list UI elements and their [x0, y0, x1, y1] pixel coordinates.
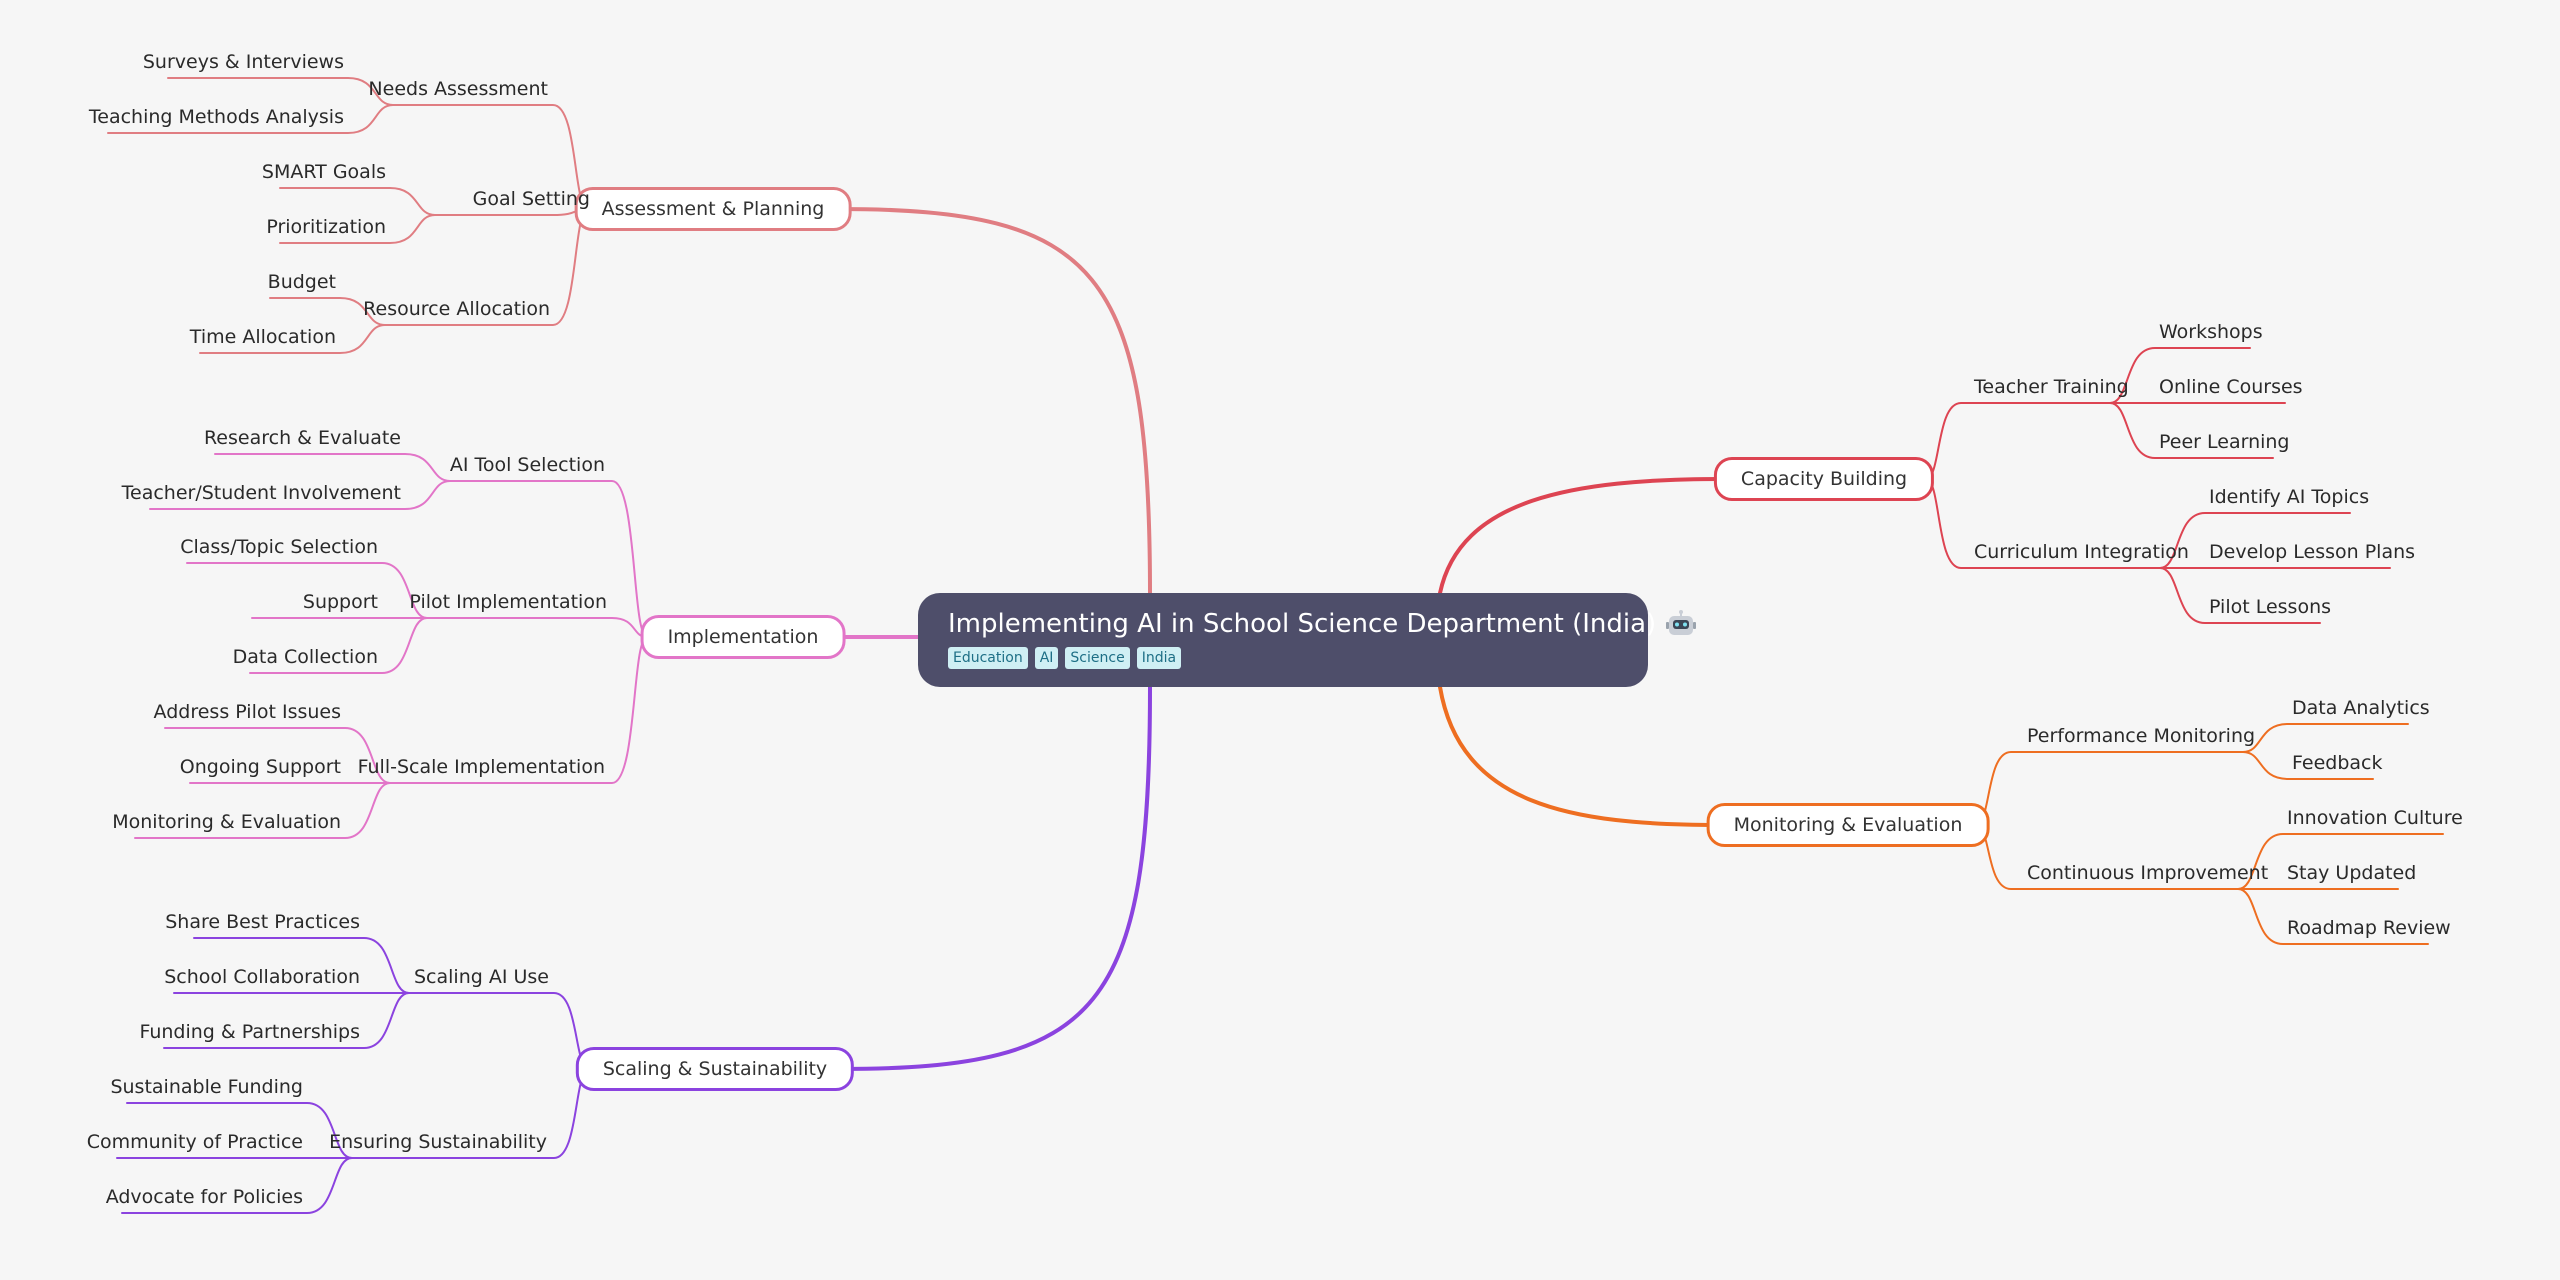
leaf-node-class-topic-selection[interactable]: Class/Topic Selection [180, 536, 378, 558]
leaf-node-identify-ai-topics[interactable]: Identify AI Topics [2209, 486, 2370, 508]
leaf-node-budget[interactable]: Budget [267, 271, 336, 293]
leaf-node-address-pilot-issues[interactable]: Address Pilot Issues [153, 701, 341, 723]
child-node-continuous-improvement[interactable]: Continuous Improvement [2027, 862, 2269, 884]
leaf-connector-budget [269, 297, 386, 326]
leaf-connector-feedback [2242, 751, 2374, 780]
leaf-connector-peer-learning [2109, 402, 2274, 459]
child-node-needs-assessment[interactable]: Needs Assessment [368, 78, 548, 100]
leaf-connector-teacher-student-involvement [149, 480, 451, 510]
robot-icon [1666, 610, 1697, 638]
leaf-connector-smart-goals [279, 187, 436, 216]
leaf-node-funding-partnerships[interactable]: Funding & Partnerships [139, 1021, 360, 1043]
branch-node-monitoring-evaluation[interactable]: Monitoring & Evaluation [1706, 803, 1990, 847]
leaf-connector-data-analytics [2242, 723, 2409, 753]
leaf-connector-workshops [2109, 347, 2251, 404]
leaf-node-peer-learning[interactable]: Peer Learning [2159, 431, 2290, 453]
leaf-node-community-of-practice[interactable]: Community of Practice [86, 1131, 303, 1153]
tag-ai[interactable]: AI [1034, 647, 1059, 669]
child-node-goal-setting[interactable]: Goal Setting [472, 188, 590, 210]
leaf-node-advocate-for-policies[interactable]: Advocate for Policies [105, 1186, 303, 1208]
leaf-node-share-best-practices[interactable]: Share Best Practices [165, 911, 360, 933]
leaf-node-school-collaboration[interactable]: School Collaboration [164, 966, 360, 988]
leaf-connector-class-topic-selection [186, 562, 428, 619]
leaf-node-data-collection[interactable]: Data Collection [232, 646, 378, 668]
branch-node-assessment-planning[interactable]: Assessment & Planning [574, 187, 852, 231]
leaf-connector-roadmap-review [2237, 888, 2429, 945]
leaf-node-online-courses[interactable]: Online Courses [2159, 376, 2303, 398]
child-node-full-scale-implementation[interactable]: Full-Scale Implementation [357, 756, 605, 778]
child-node-teacher-training[interactable]: Teacher Training [1974, 376, 2129, 398]
child-node-performance-monitoring[interactable]: Performance Monitoring [2027, 725, 2256, 747]
leaf-node-research-evaluate[interactable]: Research & Evaluate [203, 427, 401, 449]
child-node-ensuring-sustainability[interactable]: Ensuring Sustainability [329, 1131, 547, 1153]
leaf-node-smart-goals[interactable]: SMART Goals [261, 161, 386, 183]
child-node-scaling-ai-use[interactable]: Scaling AI Use [414, 966, 549, 988]
leaf-node-monitoring-evaluation[interactable]: Monitoring & Evaluation [112, 811, 341, 833]
leaf-connector-data-collection [249, 617, 428, 674]
tag-india[interactable]: India [1136, 647, 1182, 669]
leaf-node-workshops[interactable]: Workshops [2159, 321, 2263, 343]
leaf-connector-address-pilot-issues [164, 727, 391, 784]
tag-science[interactable]: Science [1065, 647, 1130, 669]
leaf-node-pilot-lessons[interactable]: Pilot Lessons [2209, 596, 2332, 618]
child-node-curriculum-integration[interactable]: Curriculum Integration [1974, 541, 2189, 563]
leaf-node-ongoing-support[interactable]: Ongoing Support [179, 756, 341, 778]
leaf-node-develop-lesson-plans[interactable]: Develop Lesson Plans [2209, 541, 2416, 563]
leaf-connector-surveys-interviews [167, 77, 394, 106]
branch-node-implementation[interactable]: Implementation [640, 615, 846, 659]
leaf-connector-share-best-practices [193, 937, 410, 994]
leaf-node-stay-updated[interactable]: Stay Updated [2287, 862, 2417, 884]
leaf-connector-time-allocation [199, 324, 386, 354]
leaf-connector-teaching-methods-analysis [107, 104, 394, 134]
branch-connector-capacity-building [1438, 477, 1724, 595]
leaf-node-support[interactable]: Support [302, 591, 378, 613]
child-node-ai-tool-selection[interactable]: AI Tool Selection [449, 454, 605, 476]
leaf-connector-research-evaluate [214, 453, 451, 482]
leaf-connector-prioritization [279, 214, 436, 244]
leaf-connector-monitoring-evaluation [134, 782, 391, 839]
tag-education[interactable]: Education [948, 647, 1028, 669]
leaf-node-data-analytics[interactable]: Data Analytics [2292, 697, 2430, 719]
leaf-connector-pilot-lessons [2159, 567, 2321, 624]
leaf-node-teacher-student-involvement[interactable]: Teacher/Student Involvement [121, 482, 401, 504]
leaf-node-teaching-methods-analysis[interactable]: Teaching Methods Analysis [88, 106, 344, 128]
leaf-connector-sustainable-funding [126, 1102, 353, 1159]
leaf-node-innovation-culture[interactable]: Innovation Culture [2287, 807, 2463, 829]
branch-connector-monitoring-evaluation [1438, 685, 1722, 827]
leaf-connector-funding-partnerships [163, 992, 410, 1049]
leaf-connector-innovation-culture [2237, 833, 2444, 890]
branch-connector-scaling-sustainability [839, 685, 1152, 1071]
leaf-connector-advocate-for-policies [121, 1157, 353, 1214]
root-tags: Education AI Science India [948, 647, 1618, 669]
leaf-node-sustainable-funding[interactable]: Sustainable Funding [110, 1076, 303, 1098]
leaf-node-prioritization[interactable]: Prioritization [266, 216, 386, 238]
branch-node-capacity-building[interactable]: Capacity Building [1713, 457, 1935, 501]
root-node[interactable]: Implementing AI in School Science Depart… [918, 593, 1697, 687]
leaf-connector-identify-ai-topics [2159, 512, 2351, 569]
leaf-node-surveys-interviews[interactable]: Surveys & Interviews [142, 51, 344, 73]
root-title: Implementing AI in School Science Depart… [948, 609, 1657, 639]
leaf-node-roadmap-review[interactable]: Roadmap Review [2287, 917, 2451, 939]
leaf-node-feedback[interactable]: Feedback [2292, 752, 2383, 774]
branch-node-scaling-sustainability[interactable]: Scaling & Sustainability [575, 1047, 855, 1091]
leaf-node-time-allocation[interactable]: Time Allocation [189, 326, 336, 348]
child-node-pilot-implementation[interactable]: Pilot Implementation [409, 591, 607, 613]
child-node-resource-allocation[interactable]: Resource Allocation [363, 298, 550, 320]
branch-connector-assessment-planning [836, 207, 1152, 595]
